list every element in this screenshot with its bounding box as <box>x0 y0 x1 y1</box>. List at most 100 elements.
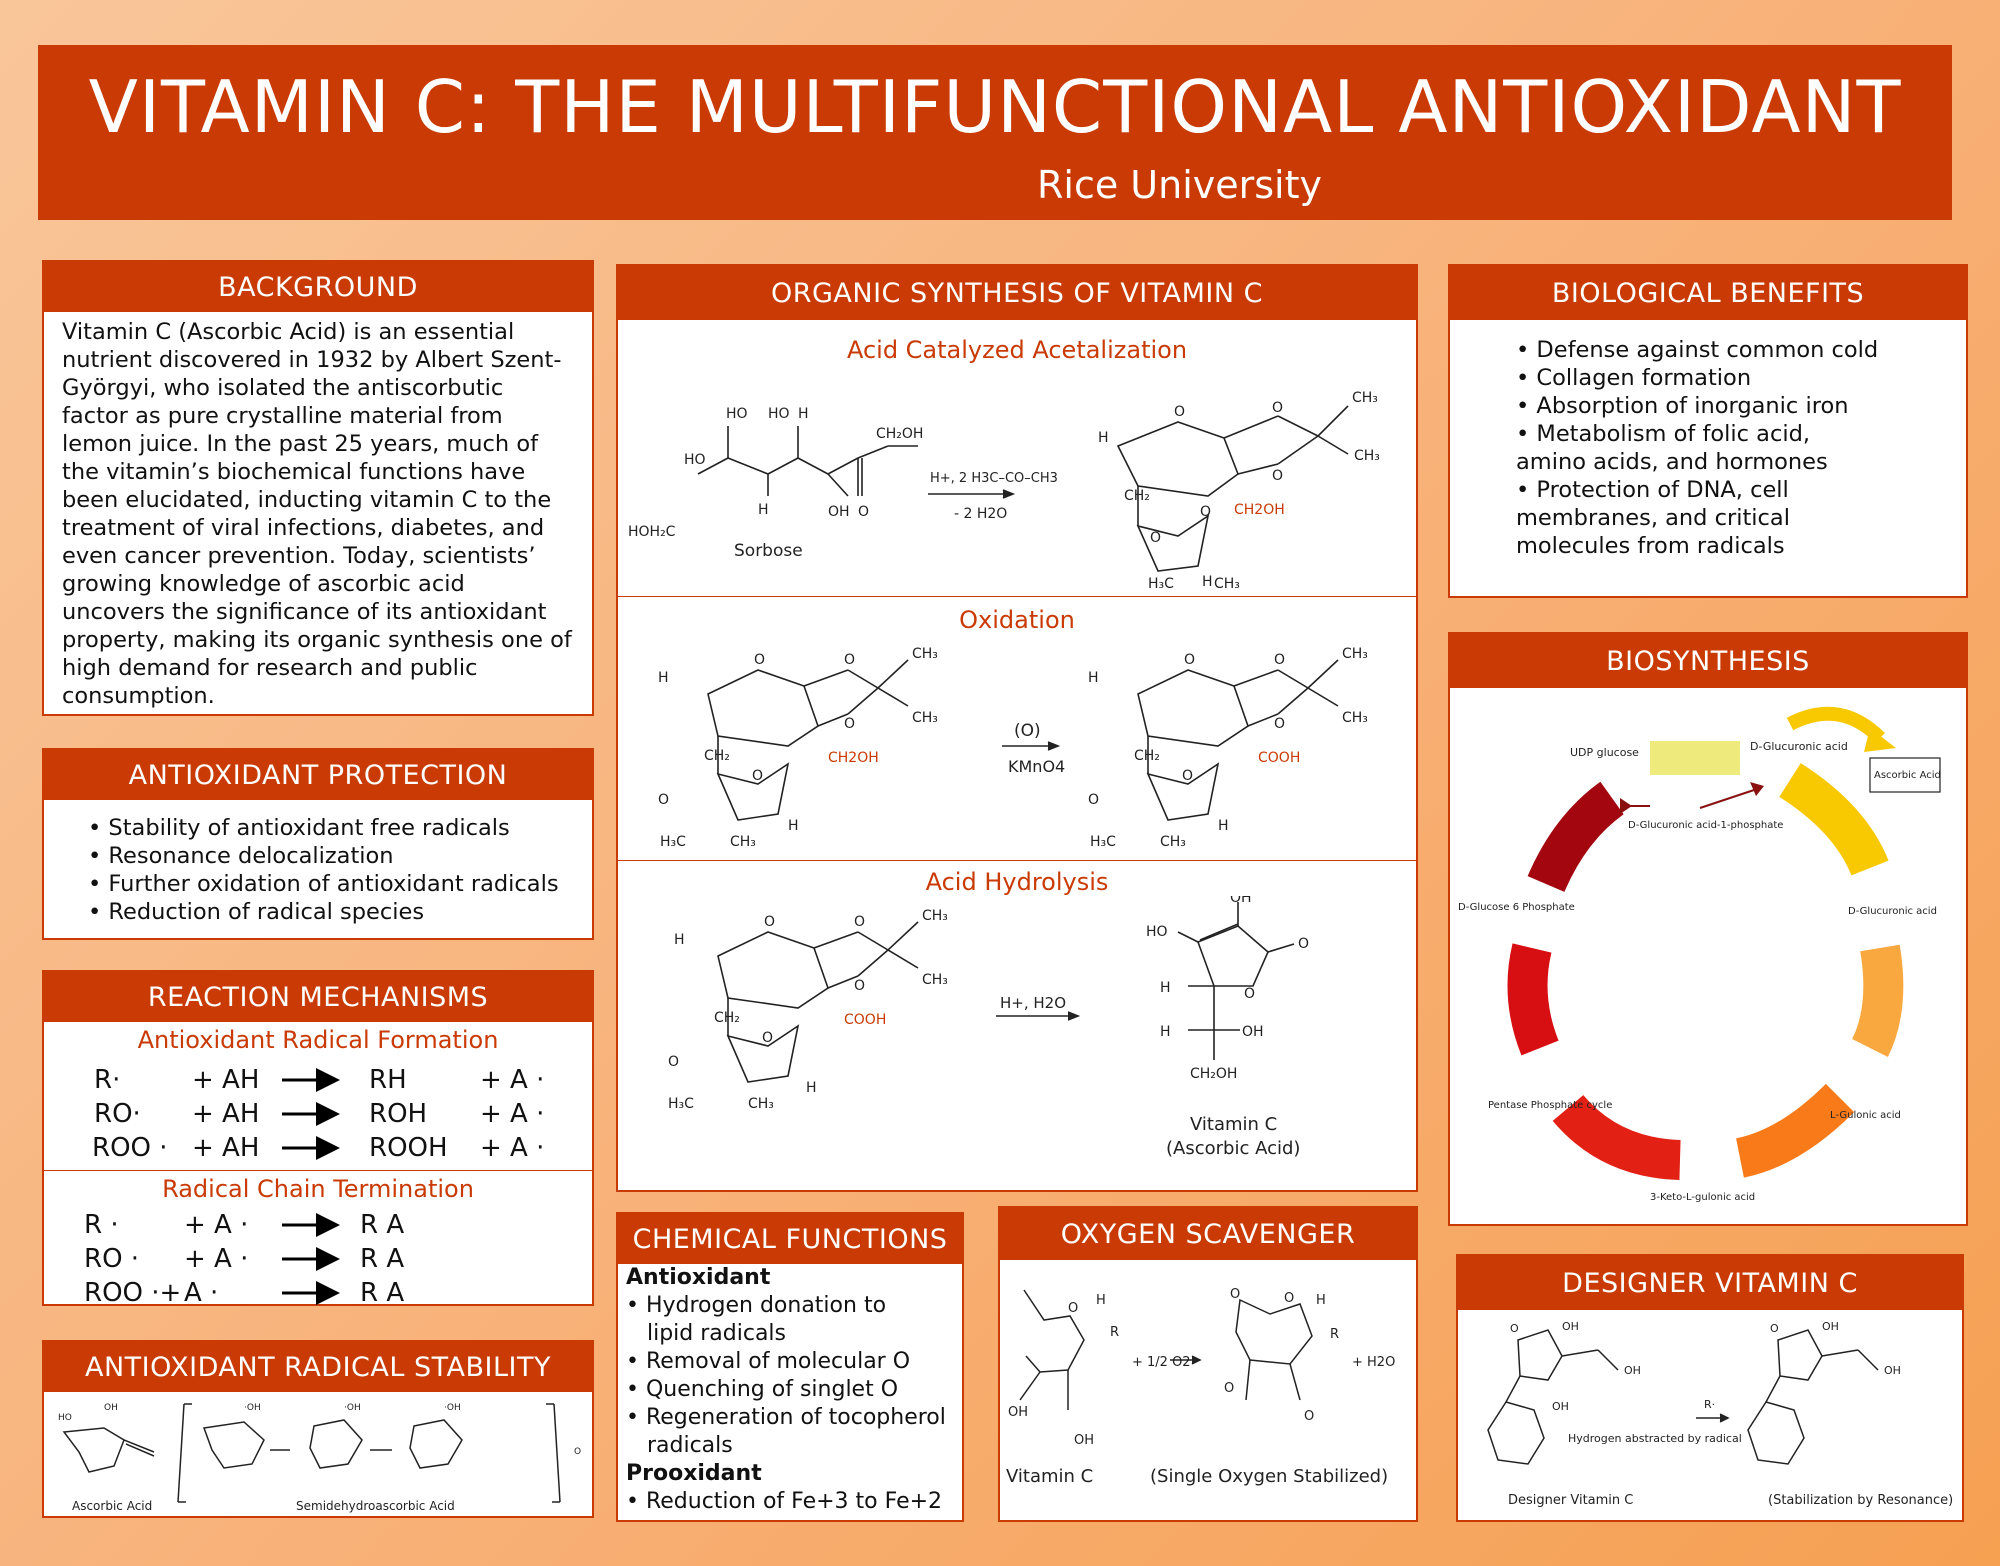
svg-text:OH: OH <box>1822 1320 1839 1333</box>
svg-text:CH₃: CH₃ <box>1354 448 1380 464</box>
background-heading: BACKGROUND <box>44 262 592 312</box>
biosynthesis-heading: BIOSYNTHESIS <box>1450 634 1966 688</box>
svg-text:H: H <box>1160 1024 1171 1040</box>
organic-synthesis-heading: ORGANIC SYNTHESIS OF VITAMIN C <box>618 266 1416 320</box>
biosynthesis-panel: BIOSYNTHESIS UDP glucose D-Glucuronic ac… <box>1448 632 1968 1226</box>
scavenger-stabilized-label: (Single Oxygen Stabilized) <box>1150 1466 1388 1487</box>
step2-reagent-bottom: KMnO4 <box>1008 757 1065 776</box>
designer-label-right: (Stabilization by Resonance) <box>1768 1493 1953 1508</box>
svg-text:OH: OH <box>104 1403 118 1413</box>
synthesis-divider <box>618 860 1416 861</box>
svg-text:CH₃: CH₃ <box>912 646 938 662</box>
svg-text:O: O <box>1770 1322 1779 1335</box>
label-ascorbic: Ascorbic Acid <box>1874 770 1941 781</box>
scavenger-vitamin-c-label: Vitamin C <box>1006 1466 1093 1487</box>
svg-text:O: O <box>844 652 855 668</box>
svg-text:H₃C: H₃C <box>1148 576 1174 592</box>
svg-text:H: H <box>658 670 669 686</box>
scavenger-product: + H2O <box>1352 1355 1395 1370</box>
termination-a: A · <box>184 1278 218 1307</box>
radical-stability-panel: ANTIOXIDANT RADICAL STABILITY HO OH ·OH ·O… <box>42 1340 594 1518</box>
svg-text:O: O <box>1272 400 1283 416</box>
list-item: • Collagen formation <box>1516 365 1752 391</box>
svg-text:H: H <box>1160 980 1171 996</box>
svg-text:O: O <box>764 914 775 930</box>
biological-benefits-panel: BIOLOGICAL BENEFITS • Defense against co… <box>1448 264 1968 598</box>
svg-text:OH: OH <box>1562 1320 1579 1333</box>
svg-text:CH₃: CH₃ <box>922 972 948 988</box>
mechanism-divider <box>44 1170 592 1171</box>
step1-reagent-bottom: - 2 H2O <box>954 506 1007 522</box>
step2-reagent-top: (O) <box>1014 721 1041 741</box>
svg-text:OH: OH <box>1242 1024 1264 1040</box>
svg-text:HO: HO <box>58 1413 72 1423</box>
antioxidant-title: Antioxidant <box>626 1265 771 1290</box>
svg-text:·OH: ·OH <box>344 1403 361 1413</box>
chemical-functions-heading: CHEMICAL FUNCTIONS <box>618 1214 962 1264</box>
termination-title: Radical Chain Termination <box>162 1175 474 1203</box>
list-item: • Resonance delocalization <box>88 843 394 869</box>
poster-title: VITAMIN C: THE MULTIFUNCTIONAL ANTIOXIDA… <box>88 65 1902 149</box>
svg-text:O: O <box>754 652 765 668</box>
formation-r: RO· <box>94 1099 141 1129</box>
title-banner: VITAMIN C: THE MULTIFUNCTIONAL ANTIOXIDA… <box>38 45 1952 220</box>
poster-subtitle: Rice University <box>1037 163 1322 207</box>
svg-text:O: O <box>1510 1322 1519 1335</box>
label-glucuronic: D-Glucuronic acid <box>1750 740 1848 753</box>
svg-text:CH₂: CH₂ <box>1134 748 1160 764</box>
svg-text:H: H <box>1098 430 1109 446</box>
list-item: • Metabolism of folic acid, <box>1516 421 1811 447</box>
biological-benefits-heading: BIOLOGICAL BENEFITS <box>1450 266 1966 320</box>
semidehydroascorbic-label: Semidehydroascorbic Acid <box>296 1499 455 1513</box>
svg-text:OH: OH <box>1884 1364 1901 1377</box>
svg-text:O: O <box>762 1030 773 1046</box>
svg-text:H₃C: H₃C <box>668 1096 694 1112</box>
step3-title: Acid Hydrolysis <box>925 868 1109 896</box>
svg-text:H: H <box>806 1080 817 1096</box>
svg-text:O: O <box>1272 468 1283 484</box>
designer-vitamin-c-heading: DESIGNER VITAMIN C <box>1458 1256 1962 1310</box>
cooh-label: COOH <box>844 1012 886 1028</box>
step2-title: Oxidation <box>959 606 1075 634</box>
termination-r: R · <box>84 1210 119 1240</box>
formation-r: R· <box>94 1065 120 1095</box>
svg-text:O: O <box>1304 1409 1314 1424</box>
background-text: Vitamin C (Ascorbic Acid) is an essentia… <box>62 319 572 709</box>
svg-text:O: O <box>854 914 865 930</box>
svg-text:O: O <box>1174 404 1185 420</box>
list-item: • Reduction of Fe+3 to Fe+2 <box>626 1489 943 1514</box>
prooxidant-title: Prooxidant <box>626 1461 762 1486</box>
svg-text:CH₂: CH₂ <box>1124 488 1150 504</box>
svg-text:CH₃: CH₃ <box>730 834 756 850</box>
svg-text:CH₃: CH₃ <box>912 710 938 726</box>
label-glucose-6p: D-Glucose 6 Phosphate <box>1458 902 1575 913</box>
svg-text:O: O <box>668 1054 679 1070</box>
svg-text:HOH₂C: HOH₂C <box>628 524 676 540</box>
reaction-mechanisms-heading: REACTION MECHANISMS <box>44 972 592 1022</box>
list-item: • Defense against common cold <box>1516 337 1879 363</box>
formation-title: Antioxidant Radical Formation <box>137 1026 499 1054</box>
list-item: • Regeneration of tocopherol <box>626 1405 946 1430</box>
svg-text:O: O <box>1284 1291 1294 1306</box>
list-item: • Reduction of radical species <box>88 899 425 925</box>
svg-text:HO: HO <box>726 406 748 422</box>
list-item: • Removal of molecular O <box>626 1349 911 1374</box>
label-glucuronic-1p: D-Glucuronic acid-1-phosphate <box>1628 820 1783 831</box>
svg-text:CH₃: CH₃ <box>748 1096 774 1112</box>
svg-text:O: O <box>1184 652 1195 668</box>
list-item: • Absorption of inorganic iron <box>1516 393 1849 419</box>
svg-text:CH₂OH: CH₂OH <box>876 426 923 442</box>
svg-text:H: H <box>1202 574 1213 590</box>
scavenger-reagent: + 1/2 O2 <box>1132 1355 1191 1370</box>
organic-synthesis-panel: ORGANIC SYNTHESIS OF VITAMIN C Acid Cata… <box>616 264 1418 1192</box>
svg-text:H: H <box>1088 670 1099 686</box>
radical-stability-heading: ANTIOXIDANT RADICAL STABILITY <box>44 1342 592 1392</box>
step1-title: Acid Catalyzed Acetalization <box>846 336 1188 364</box>
list-item: molecules from radicals <box>1516 533 1785 559</box>
label-udp: UDP glucose <box>1570 746 1639 759</box>
svg-text:R: R <box>1330 1327 1339 1342</box>
svg-text:·OH: ·OH <box>444 1403 461 1413</box>
